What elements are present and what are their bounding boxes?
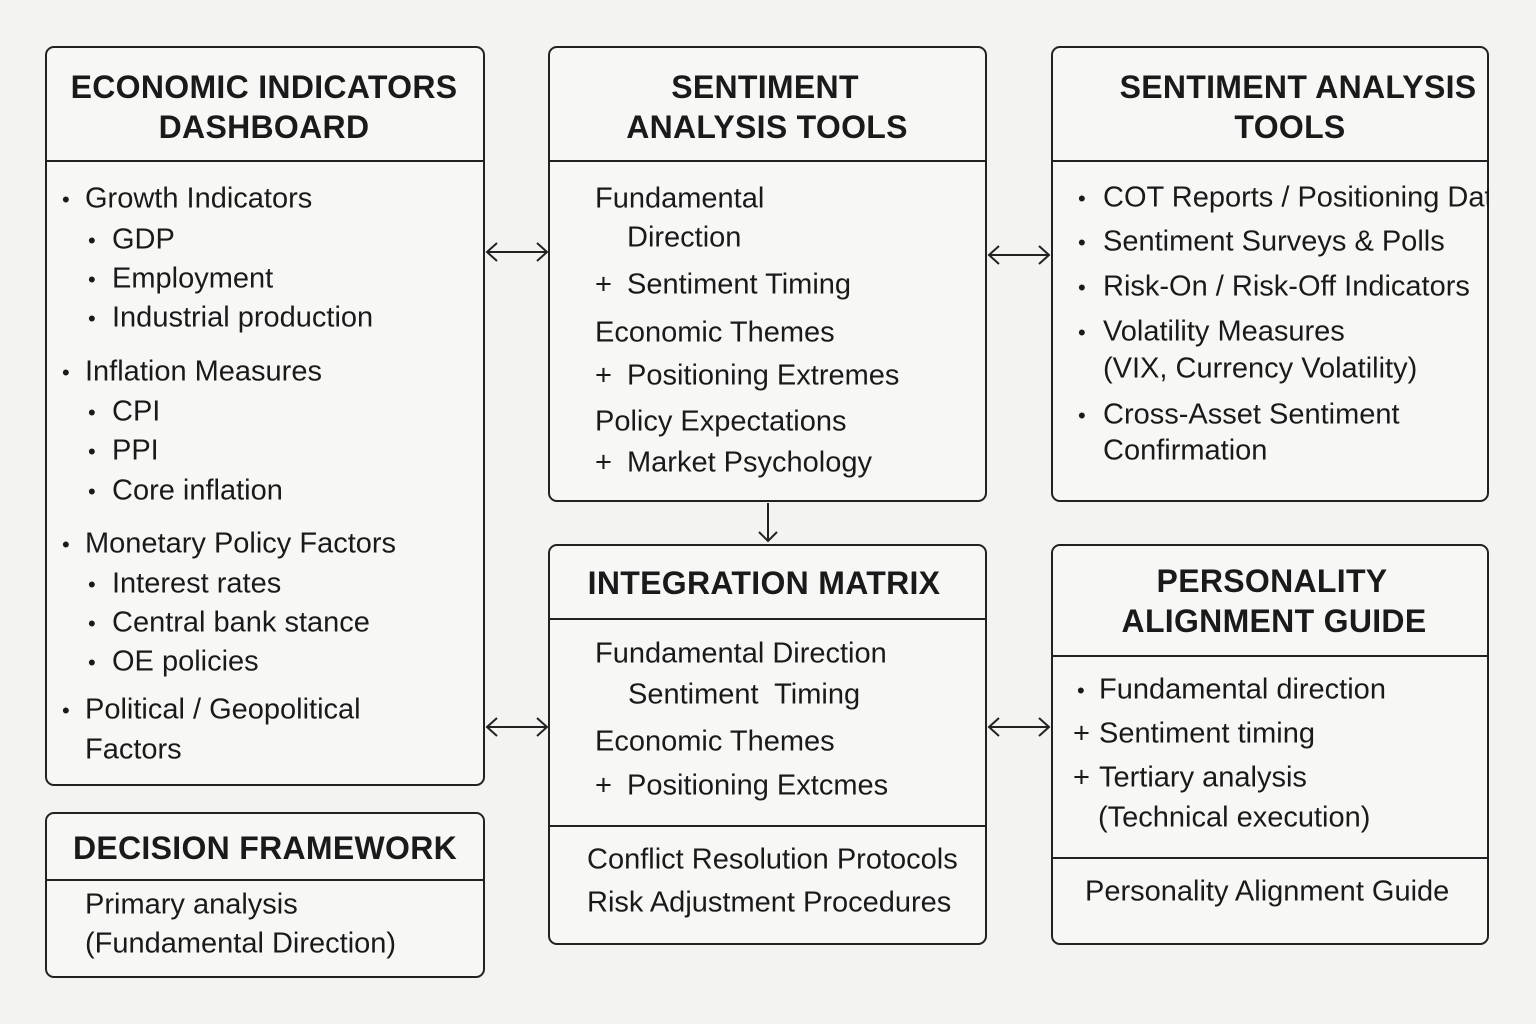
sentiment-right-title-line1: SENTIMENT ANALYSIS bbox=[1119, 69, 1477, 105]
item-surveys: Sentiment Surveys & Polls bbox=[1103, 225, 1445, 258]
sentiment-mid-title-line1: SENTIMENT bbox=[671, 69, 859, 105]
item-volatility: Volatility Measures bbox=[1103, 315, 1345, 348]
mid-line-policy: Policy Expectations bbox=[595, 405, 847, 438]
decision-title: DECISION FRAMEWORK bbox=[72, 830, 458, 866]
plus-icon: + bbox=[595, 769, 612, 802]
integration-footer-risk: Risk Adjustment Procedures bbox=[587, 886, 952, 919]
economic-indicators-box bbox=[45, 46, 485, 786]
personality-footer: Personality Alignment Guide bbox=[1085, 875, 1450, 908]
bullet-icon: • bbox=[1078, 275, 1086, 300]
group-inflation: Inflation Measures bbox=[85, 355, 322, 388]
header-divider bbox=[1053, 655, 1487, 657]
header-divider bbox=[550, 618, 985, 620]
item-oe-policies: OE policies bbox=[112, 645, 259, 678]
bullet-icon: • bbox=[88, 400, 96, 425]
sentiment-tools-right-box bbox=[1051, 46, 1489, 502]
item-volatility-detail: (VIX, Currency Volatility) bbox=[1103, 352, 1418, 385]
group-political-line2: Factors bbox=[85, 733, 182, 766]
mid-line-economic-themes: Economic Themes bbox=[595, 316, 835, 349]
decision-framework-box bbox=[45, 812, 485, 978]
integration-line-sentiment: Sentiment Timing bbox=[628, 678, 861, 711]
item-ppi: PPI bbox=[112, 434, 159, 467]
header-divider bbox=[47, 160, 483, 162]
header-divider bbox=[47, 879, 483, 881]
down-arrow-icon bbox=[758, 503, 778, 543]
bullet-icon: • bbox=[88, 306, 96, 331]
plus-icon: + bbox=[1073, 717, 1090, 750]
economic-title-line1: ECONOMIC INDICATORS bbox=[70, 69, 458, 105]
group-monetary: Monetary Policy Factors bbox=[85, 527, 397, 560]
item-confirmation: Confirmation bbox=[1103, 434, 1268, 467]
bullet-icon: • bbox=[1078, 230, 1086, 255]
item-cross-asset: Cross-Asset Sentiment bbox=[1103, 398, 1400, 431]
double-arrow-icon bbox=[987, 245, 1051, 265]
bullet-icon: • bbox=[88, 439, 96, 464]
bullet-icon: • bbox=[1077, 678, 1085, 703]
plus-icon: + bbox=[595, 268, 612, 301]
mid-line-positioning: Positioning Extremes bbox=[627, 359, 900, 392]
mid-line-fundamental: Fundamental bbox=[595, 182, 765, 215]
item-gdp: GDP bbox=[112, 223, 175, 256]
bullet-icon: • bbox=[88, 572, 96, 597]
group-political: Political / Geopolitical bbox=[85, 693, 361, 726]
personality-line-technical: (Technical execution) bbox=[1098, 801, 1371, 834]
item-risk-on-off: Risk-On / Risk-Off Indicators bbox=[1103, 270, 1470, 303]
bullet-icon: • bbox=[62, 532, 70, 557]
integration-line-economic: Economic Themes bbox=[595, 725, 835, 758]
decision-line1: Primary analysis bbox=[85, 888, 298, 921]
group-growth: Growth Indicators bbox=[85, 182, 313, 215]
integration-footer-conflict: Conflict Resolution Protocols bbox=[587, 843, 958, 876]
item-cot: COT Reports / Positioning Data bbox=[1103, 181, 1489, 214]
sentiment-right-content: SENTIMENT ANALYSIS TOOLS • COT Reports /… bbox=[1051, 46, 1489, 502]
economic-title-line2: DASHBOARD bbox=[158, 109, 370, 145]
plus-icon: + bbox=[1073, 761, 1090, 794]
footer-divider bbox=[1053, 857, 1487, 859]
personality-line-sentiment: Sentiment timing bbox=[1099, 717, 1315, 750]
item-central-bank: Central bank stance bbox=[112, 606, 370, 639]
bullet-icon: • bbox=[1078, 320, 1086, 345]
mid-line-direction: Direction bbox=[627, 221, 742, 254]
double-arrow-icon bbox=[485, 242, 549, 262]
bullet-icon: • bbox=[1078, 403, 1086, 428]
plus-icon: + bbox=[595, 446, 612, 479]
double-arrow-icon bbox=[987, 717, 1051, 737]
bullet-icon: • bbox=[88, 650, 96, 675]
sentiment-tools-mid-box bbox=[548, 46, 987, 502]
sentiment-mid-title-line2: ANALYSIS TOOLS bbox=[626, 109, 908, 145]
integration-line-positioning: Positioning Extcmes bbox=[627, 769, 889, 802]
item-core-inflation: Core inflation bbox=[112, 474, 283, 507]
personality-title-line2: ALIGNMENT GUIDE bbox=[1121, 603, 1427, 639]
decision-line2: (Fundamental Direction) bbox=[85, 927, 397, 960]
personality-title-line1: PERSONALITY bbox=[1156, 563, 1388, 599]
bullet-icon: • bbox=[62, 187, 70, 212]
item-industrial: Industrial production bbox=[112, 301, 374, 334]
item-interest-rates: Interest rates bbox=[112, 567, 282, 600]
personality-line-tertiary: Tertiary analysis bbox=[1099, 761, 1307, 794]
bullet-icon: • bbox=[88, 611, 96, 636]
sentiment-right-title-line2: TOOLS bbox=[1234, 109, 1346, 145]
double-arrow-icon bbox=[485, 717, 549, 737]
bullet-icon: • bbox=[1078, 186, 1086, 211]
item-employment: Employment bbox=[112, 262, 274, 295]
item-cpi: CPI bbox=[112, 395, 161, 428]
bullet-icon: • bbox=[62, 698, 70, 723]
bullet-icon: • bbox=[62, 360, 70, 385]
personality-line-fundamental: Fundamental direction bbox=[1099, 673, 1386, 706]
bullet-icon: • bbox=[88, 228, 96, 253]
mid-line-psychology: Market Psychology bbox=[627, 446, 872, 479]
header-divider bbox=[550, 160, 985, 162]
header-divider bbox=[1053, 160, 1487, 162]
bullet-icon: • bbox=[88, 479, 96, 504]
personality-guide-box bbox=[1051, 544, 1489, 945]
integration-title: INTEGRATION MATRIX bbox=[587, 565, 941, 601]
footer-divider bbox=[550, 825, 985, 827]
plus-icon: + bbox=[595, 359, 612, 392]
integration-line-fundamental: Fundamental Direction bbox=[595, 637, 887, 670]
mid-line-sentiment-timing: Sentiment Timing bbox=[627, 268, 852, 301]
bullet-icon: • bbox=[88, 267, 96, 292]
integration-matrix-box bbox=[548, 544, 987, 945]
